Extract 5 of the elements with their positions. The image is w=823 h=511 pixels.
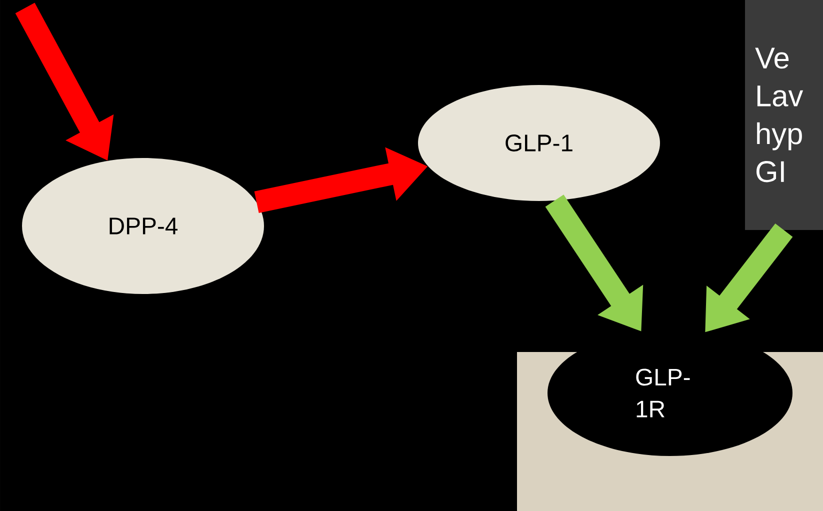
ellipse-node: DPP-4 — [22, 158, 264, 294]
ellipse-node: GLP-1 — [418, 85, 660, 201]
ellipse-node: GLP- 1R — [548, 330, 792, 456]
text-box: Ve Lav hyp GI — [745, 0, 823, 230]
node-label: GLP- 1R — [636, 368, 690, 418]
